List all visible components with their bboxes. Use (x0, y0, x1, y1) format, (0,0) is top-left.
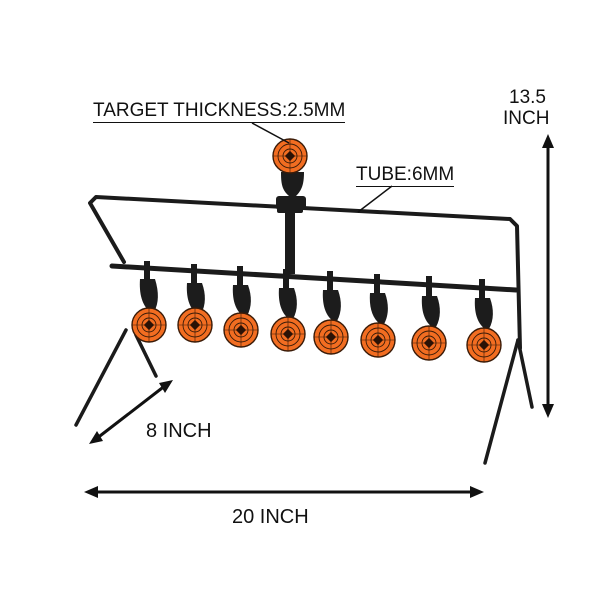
depth-arrow (89, 380, 173, 444)
target-6 (360, 274, 396, 358)
target-3 (223, 266, 259, 348)
depth-label: 8 INCH (146, 420, 212, 442)
target-thickness-label: TARGET THICKNESS:2.5MM (93, 100, 346, 123)
target-2 (177, 264, 213, 343)
target-8 (466, 279, 502, 363)
target-row (131, 261, 502, 363)
top-target (272, 138, 308, 210)
leader-lines (251, 122, 393, 213)
tube-size-label: TUBE:6MM (356, 164, 455, 187)
target-5 (313, 271, 349, 355)
height-value-label: 13.5 (509, 87, 546, 108)
height-arrow (542, 134, 554, 418)
width-arrow (84, 486, 484, 498)
width-label: 20 INCH (232, 506, 309, 528)
height-unit-label: INCH (503, 108, 550, 129)
target-7 (411, 276, 447, 361)
dimension-arrows (84, 134, 554, 498)
target-1 (131, 261, 167, 343)
target-4 (270, 269, 306, 352)
